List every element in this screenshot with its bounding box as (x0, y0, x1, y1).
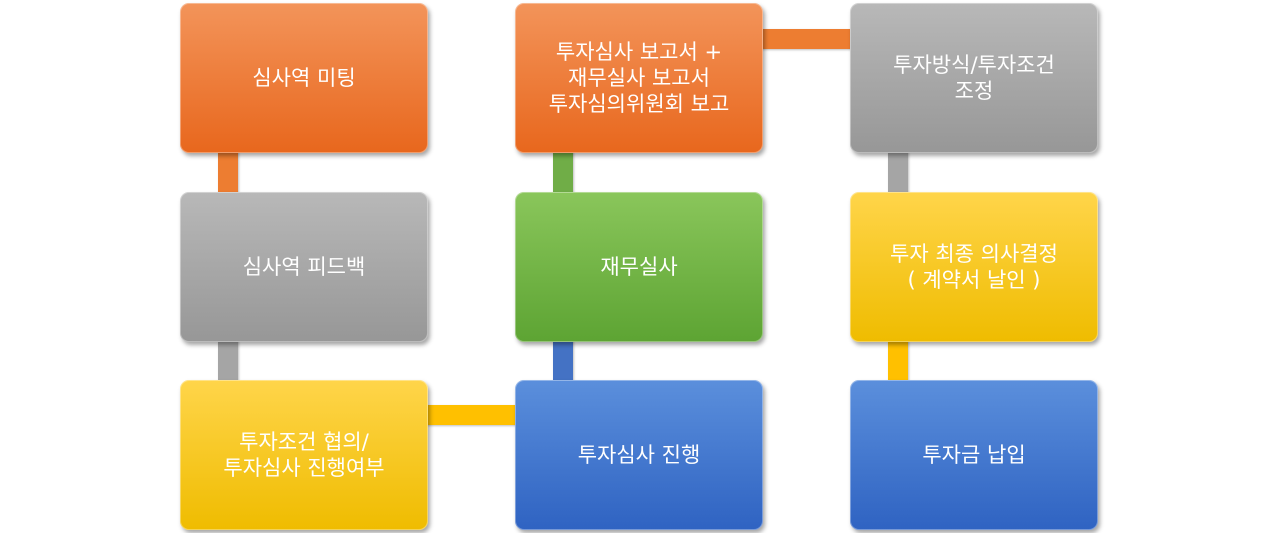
node-review-meeting: 심사역 미팅 (180, 3, 428, 153)
node-financial-due-diligence: 재무실사 (515, 192, 763, 342)
node-terms-adjustment: 투자방식/투자조건 조정 (850, 3, 1098, 153)
node-label: 투자조건 협의/ 투자심사 진행여부 (223, 430, 385, 480)
connector-review-to-due-diligence (553, 338, 573, 384)
connector-feedback-to-negotiation (218, 338, 238, 384)
node-terms-negotiation: 투자조건 협의/ 투자심사 진행여부 (180, 380, 428, 530)
connector-due-diligence-to-committee (553, 150, 573, 196)
node-label: 심사역 피드백 (242, 255, 366, 279)
node-label: 투자 최종 의사결정 ( 계약서 날인 ) (890, 242, 1058, 292)
node-label: 재무실사 (600, 255, 678, 279)
connector-decision-to-payment (888, 338, 908, 384)
node-investment-review: 투자심사 진행 (515, 380, 763, 530)
node-label: 투자심사 진행 (577, 443, 701, 467)
node-final-decision: 투자 최종 의사결정 ( 계약서 날인 ) (850, 192, 1098, 342)
connector-negotiation-to-review (424, 405, 519, 425)
connector-meeting-to-feedback (218, 150, 238, 196)
connector-adjustment-to-decision (888, 150, 908, 196)
node-payment: 투자금 납입 (850, 380, 1098, 530)
node-label: 투자심사 보고서 + 재무실사 보고서 투자심의위원회 보고 (548, 40, 730, 116)
node-label: 투자금 납입 (922, 443, 1026, 467)
node-review-feedback: 심사역 피드백 (180, 192, 428, 342)
node-label: 투자방식/투자조건 조정 (893, 53, 1055, 103)
node-committee-report: 투자심사 보고서 + 재무실사 보고서 투자심의위원회 보고 (515, 3, 763, 153)
node-label: 심사역 미팅 (252, 66, 356, 90)
connector-committee-to-adjustment (759, 29, 854, 49)
